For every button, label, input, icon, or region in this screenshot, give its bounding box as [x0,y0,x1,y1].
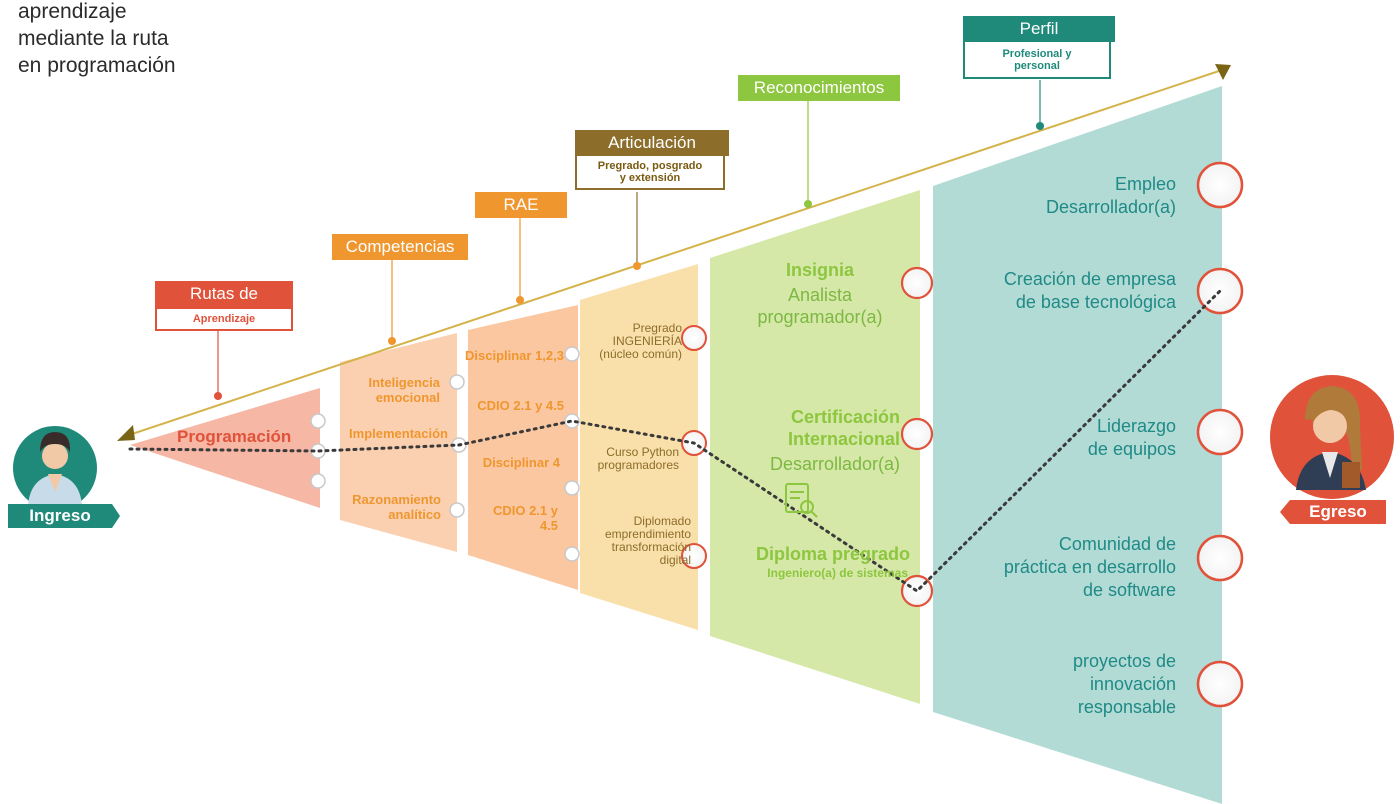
rae-cdio-1: CDIO 2.1 y 4.5 [477,398,564,413]
header-perfil-sub: Profesional y personal [963,42,1111,79]
segment-perfil [933,86,1222,804]
arrow-head-right [1215,64,1231,80]
certificate-icon [785,483,818,518]
diploma-text: Ingeniero(a) de sistemas [767,566,908,580]
insignia-title: Insignia [785,260,854,280]
arrow-head-left [117,425,135,441]
ingreso-avatar [13,426,97,510]
arrow-line [125,69,1223,437]
certificacion-text: Desarrollador(a) [769,454,900,474]
segment-reconocimientos [710,190,920,704]
diploma-title: Diploma pregrado [755,544,910,564]
header-articulacion: Articulación [575,130,729,156]
route-path [128,289,1222,593]
header-rutas: Rutas de [155,281,293,307]
header-reconocimientos: Reconocimientos [738,75,900,101]
stage-programacion: Programación [177,427,292,446]
ingreso-label: Ingreso [29,506,91,525]
segment-articulacion [580,264,698,630]
segment-competencias [340,333,457,552]
header-articulacion-sub: Pregrado, posgrado y extensión [575,156,725,190]
header-perfil: Perfil [963,16,1115,42]
header-rae: RAE [475,192,567,218]
segment-rae [468,305,578,590]
segment-programacion [130,388,320,508]
egreso-avatar [1270,375,1394,499]
rae-disciplinar-123: Disciplinar 1,2,3 [465,348,564,363]
competencia-implementacion: Implementación [349,426,448,441]
intro-text: aprendizaje mediante la ruta en programa… [18,0,176,77]
rae-disciplinar-4: Disciplinar 4 [482,455,560,470]
egreso-label: Egreso [1309,502,1367,521]
header-rutas-sub: Aprendizaje [155,307,293,331]
header-competencias: Competencias [332,234,468,260]
